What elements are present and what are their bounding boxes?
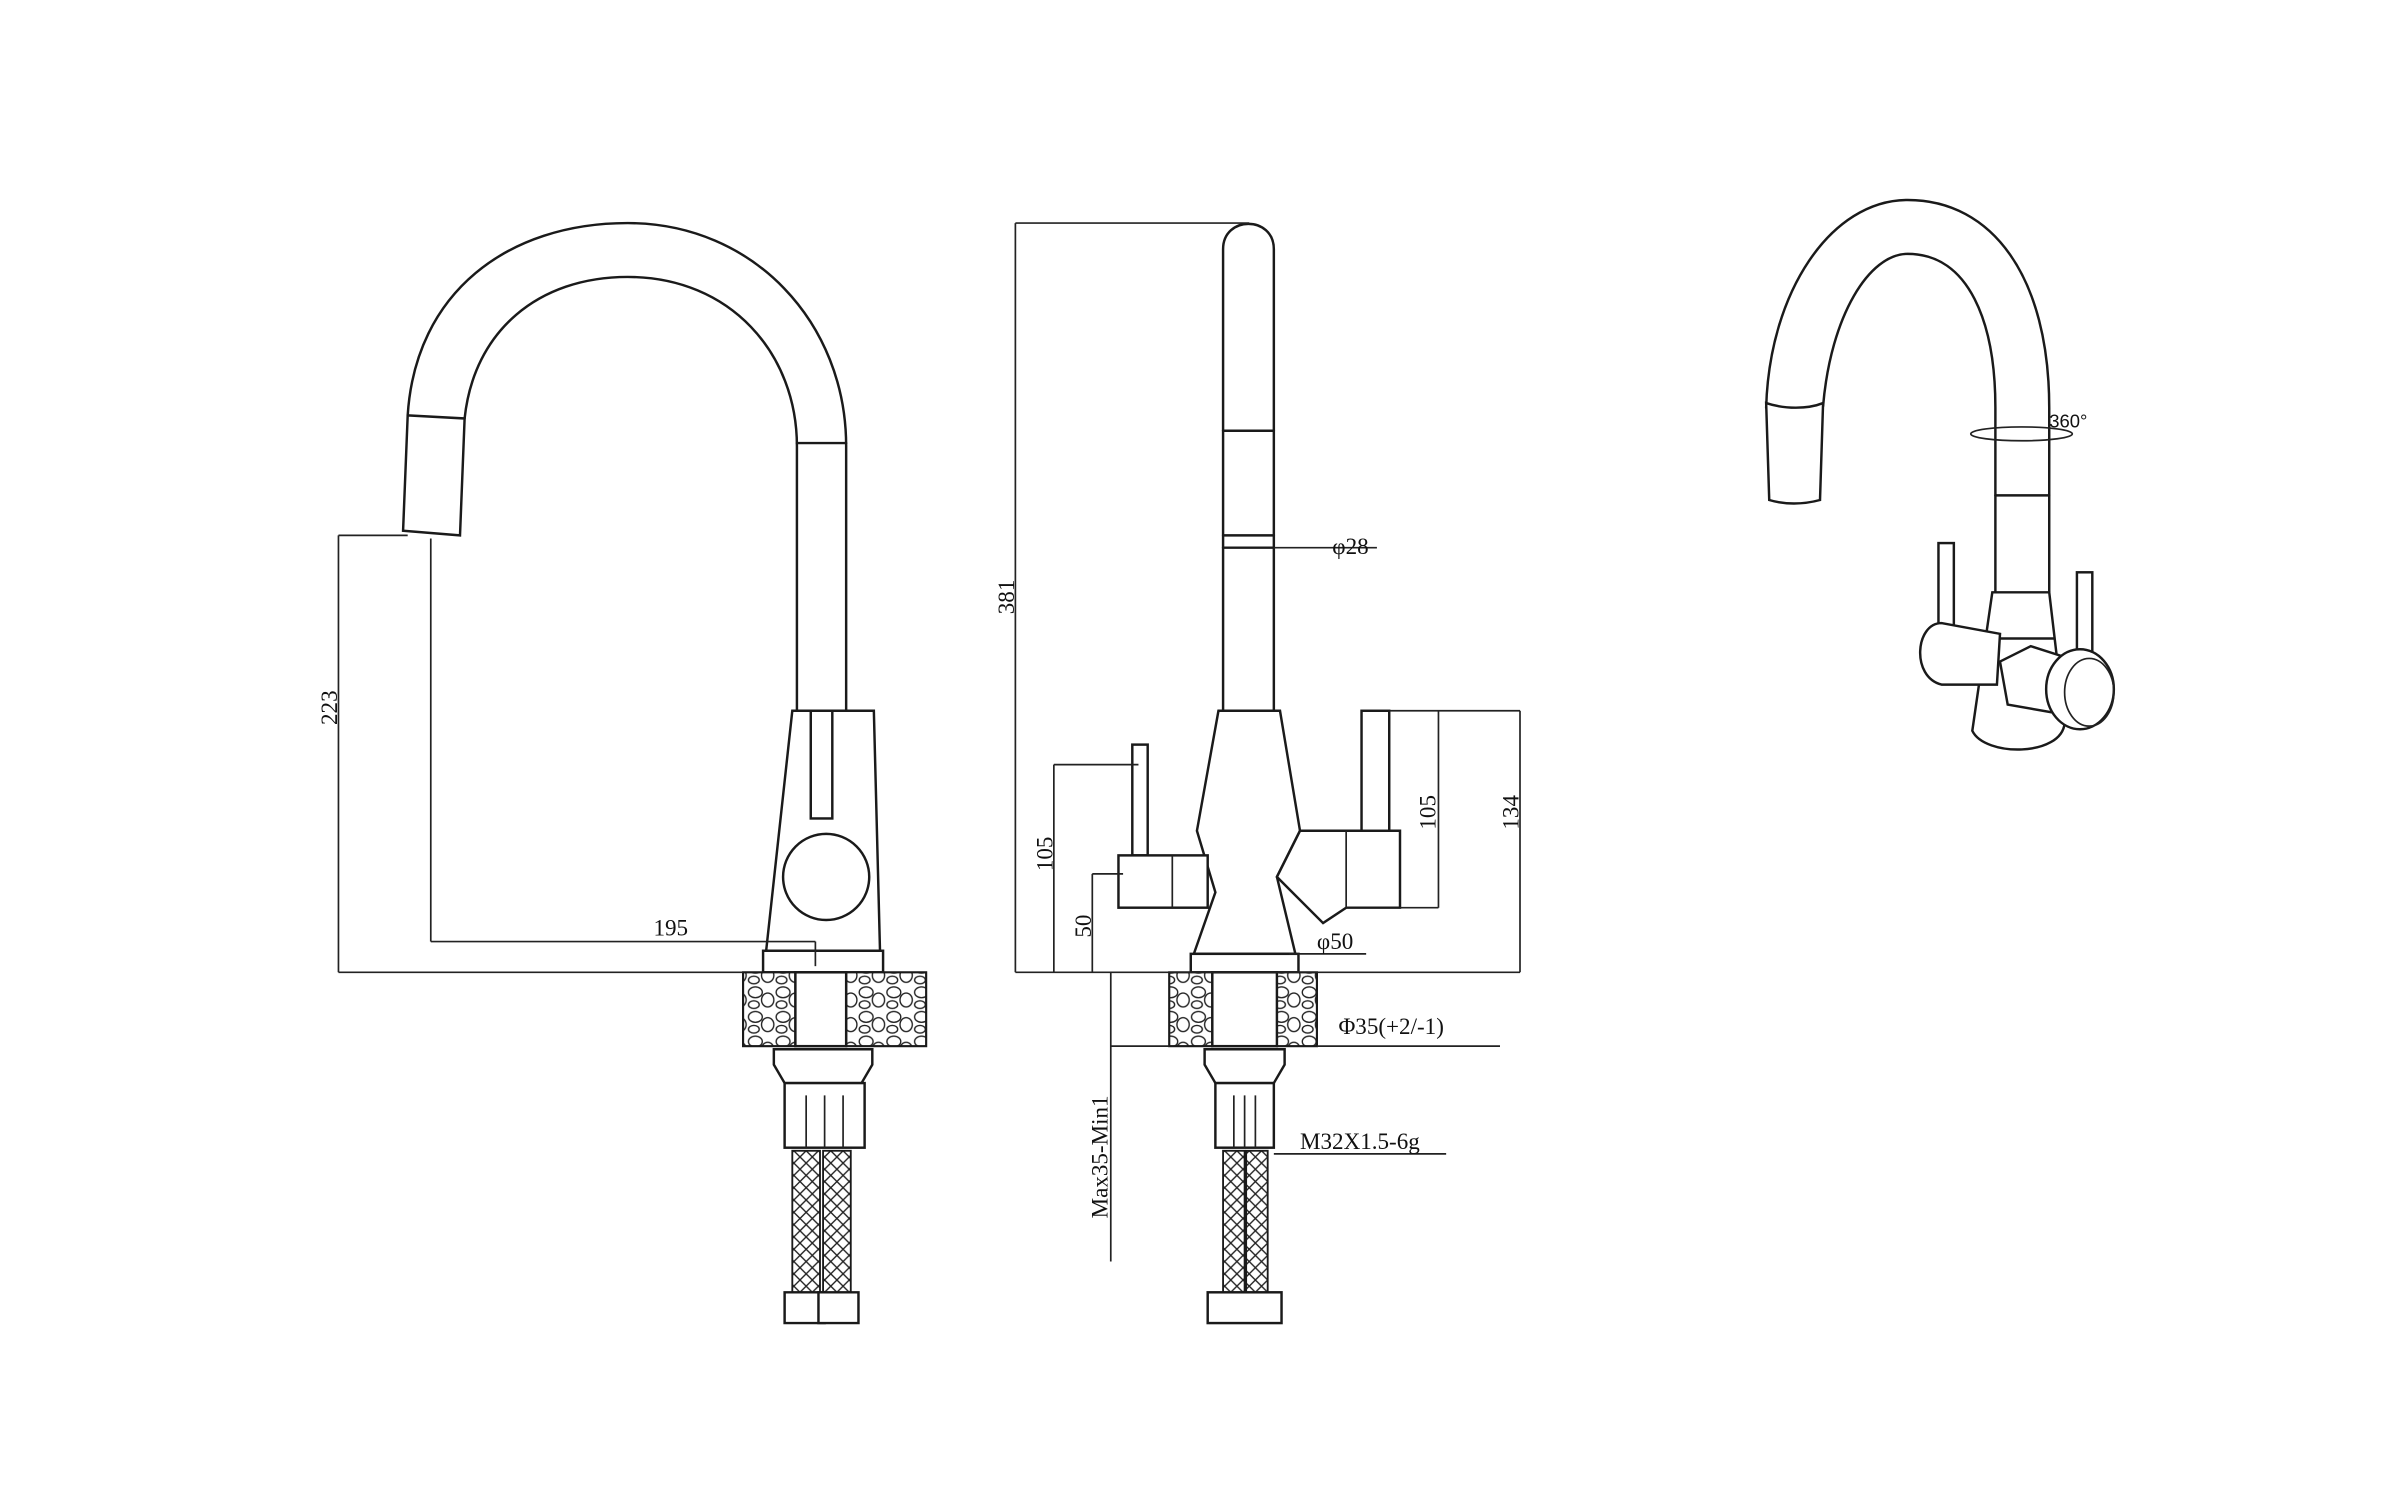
handle-cap [781,832,871,922]
countertop-section-left [1168,971,1214,1048]
mounting-nut [1203,1048,1286,1085]
side-view: 381 φ28 105 50 φ50 105 134 Φ35(+2/-1) Ma… [993,222,1523,1325]
hose-left [791,1149,821,1294]
right-handle-total-label: 134 [1497,795,1523,830]
spout-reach-label: 195 [653,914,688,940]
right-handle-height-label: 105 [1414,795,1440,830]
spout-outer-curve [1764,198,2051,594]
left-handle [1918,621,2002,686]
shank [1211,971,1279,1048]
hole-diameter-label: Φ35(+2/-1) [1338,1013,1443,1039]
mounting-nut [772,1048,874,1085]
right-handle-cylinder [1275,829,1402,925]
front-view: 223 195 [316,221,928,1325]
spout-height-label: 223 [316,690,342,725]
hose-right [822,1149,852,1294]
hose-right [1245,1149,1269,1294]
hose-left [1222,1149,1246,1294]
spout-diameter-label: φ28 [1332,533,1368,559]
left-lever-rod [1937,541,1956,637]
left-handle-axis-label: 50 [1070,915,1096,938]
spout-inner-curve [1821,252,1997,594]
countertop-section-right [1275,971,1318,1048]
left-handle-height-label: 105 [1031,837,1057,872]
hose-nuts [1206,1291,1283,1325]
faucet-body [1192,709,1302,956]
rotation-arrow-icon [1969,426,2074,442]
total-height-label: 381 [993,580,1019,615]
body-base [1189,952,1300,974]
rotation-label: 360° [2049,411,2087,432]
pull-out-nozzle [401,414,466,537]
lever-rod [809,709,834,820]
right-lever-rod [1360,709,1391,833]
body-base [761,949,885,974]
shank [794,971,848,1048]
body-diameter-label: φ50 [1317,928,1353,954]
left-lever-rod [1131,743,1149,857]
deck-thickness-label: Max35-Min1 [1087,1095,1113,1218]
spout-tube [1221,222,1276,713]
countertop-section-right [845,971,928,1048]
left-handle-cylinder [1117,854,1209,909]
spout-inner-curve [463,275,799,713]
countertop-section-left [742,971,797,1048]
pull-out-nozzle [1764,401,1825,505]
spout-outer-curve [406,221,848,713]
perspective-view: 360° [1764,198,2116,751]
thread-label: M32X1.5-6g [1300,1128,1420,1154]
hose-nut-right [817,1291,860,1325]
